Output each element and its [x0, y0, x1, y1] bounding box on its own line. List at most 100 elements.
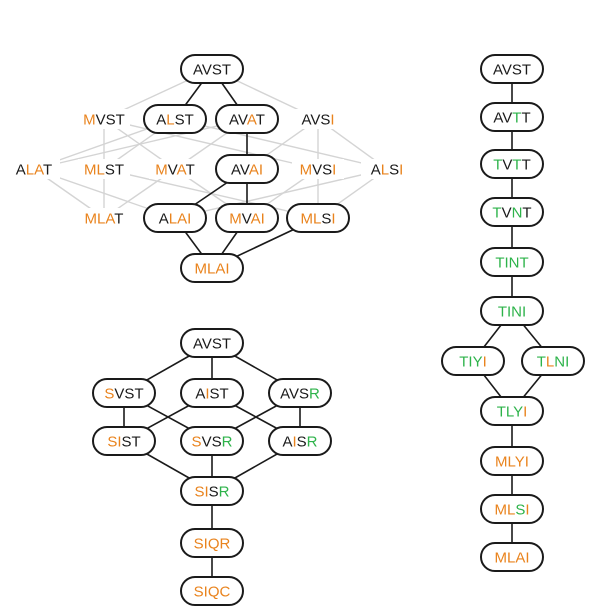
node-label-backing — [149, 159, 201, 179]
node-label-backing — [78, 109, 130, 129]
node-label: AVST — [193, 336, 231, 353]
node-label: AVST — [493, 62, 531, 79]
node-alai: ALAI — [143, 203, 207, 233]
node-tlni: TLNI — [521, 346, 585, 376]
node-box — [180, 576, 244, 606]
node-box — [480, 149, 544, 179]
node-alst: ALST — [143, 104, 207, 134]
node-box — [480, 296, 544, 326]
node-label: AIST — [195, 386, 228, 403]
node-label: TLNI — [537, 354, 570, 371]
node-box — [180, 476, 244, 506]
node-tini: TINI — [480, 296, 544, 326]
edges-layer — [33, 68, 554, 591]
node-label: TLYI — [497, 404, 528, 421]
node-box — [180, 426, 244, 456]
node-box — [180, 328, 244, 358]
node-box — [215, 104, 279, 134]
node-label: SISR — [194, 484, 229, 501]
node-label: MLAI — [494, 550, 529, 567]
node-label: MVST — [83, 112, 125, 129]
node-label: MVAI — [229, 211, 265, 228]
node-alsi: ALSI — [361, 159, 413, 179]
node-avai: AVAI — [215, 154, 279, 184]
node-label: TIYI — [459, 354, 487, 371]
node-box — [268, 426, 332, 456]
node-box — [143, 203, 207, 233]
node-mvsi: MVSI — [292, 159, 344, 179]
node-label-backing — [292, 159, 344, 179]
node-label: AVAT — [229, 112, 265, 129]
node-label-backing — [361, 159, 413, 179]
node-svsr: SVSR — [180, 426, 244, 456]
node-sist: SIST — [92, 426, 156, 456]
node-label: MLSI — [300, 211, 335, 228]
node-avtt: AVTT — [480, 102, 544, 132]
node-box — [480, 102, 544, 132]
node-mlat: MLAT — [78, 208, 130, 228]
node-label: TINI — [498, 304, 526, 321]
node-avsi: AVSI — [292, 109, 344, 129]
node-label: SIST — [107, 434, 140, 451]
node-label: MVSI — [300, 162, 337, 179]
node-box — [92, 426, 156, 456]
node-box — [215, 203, 279, 233]
node-mlsi: MLSI — [480, 494, 544, 524]
node-box — [480, 542, 544, 572]
node-label: MLSI — [494, 502, 529, 519]
node-avsr: AVSR — [268, 378, 332, 408]
node-label-backing — [78, 159, 130, 179]
node-mvai: MVAI — [215, 203, 279, 233]
node-label: ALAT — [16, 162, 52, 179]
node-mlsi: MLSI — [286, 203, 350, 233]
node-label: AVSI — [301, 112, 334, 129]
node-tlyi: TLYI — [480, 396, 544, 426]
node-label: TVNT — [492, 205, 531, 222]
node-box — [143, 104, 207, 134]
node-label: AVSR — [280, 386, 320, 403]
node-mlai: MLAI — [180, 253, 244, 283]
node-box — [215, 154, 279, 184]
node-siqc: SIQC — [180, 576, 244, 606]
node-alat: ALAT — [8, 159, 60, 179]
node-box — [480, 54, 544, 84]
node-tvtt: TVTT — [480, 149, 544, 179]
node-label: SVSR — [192, 434, 233, 451]
node-avst: AVST — [480, 54, 544, 84]
node-box — [441, 346, 505, 376]
edge-t_alsi-t_alai — [174, 168, 388, 219]
node-mlst: MLST — [78, 159, 130, 179]
node-aist: AIST — [180, 378, 244, 408]
node-label: MLAT — [85, 211, 124, 228]
node-label: SIQR — [194, 536, 231, 553]
edge-t_alst-t_alsi — [174, 118, 388, 170]
node-label: TVTT — [493, 157, 531, 174]
node-box — [180, 528, 244, 558]
node-box — [480, 247, 544, 277]
node-sisr: SISR — [180, 476, 244, 506]
node-box — [180, 54, 244, 84]
node-box — [286, 203, 350, 233]
node-siqr: SIQR — [180, 528, 244, 558]
node-box — [480, 396, 544, 426]
node-label: ALSI — [371, 162, 404, 179]
node-label: AISR — [282, 434, 317, 451]
node-box — [180, 378, 244, 408]
node-avst: AVST — [180, 328, 244, 358]
node-label: MLYI — [495, 454, 529, 471]
node-label: ALST — [156, 112, 194, 129]
node-mlai: MLAI — [480, 542, 544, 572]
node-label: MLAI — [194, 261, 229, 278]
node-label: MLST — [84, 162, 124, 179]
node-label: TINT — [495, 255, 528, 272]
node-aisr: AISR — [268, 426, 332, 456]
node-tint: TINT — [480, 247, 544, 277]
node-label: AVAI — [231, 162, 263, 179]
node-label: AVST — [193, 62, 231, 79]
node-box — [480, 446, 544, 476]
edge-t_avat-t_alat — [33, 118, 248, 170]
node-box — [480, 494, 544, 524]
node-tiyi: TIYI — [441, 346, 505, 376]
